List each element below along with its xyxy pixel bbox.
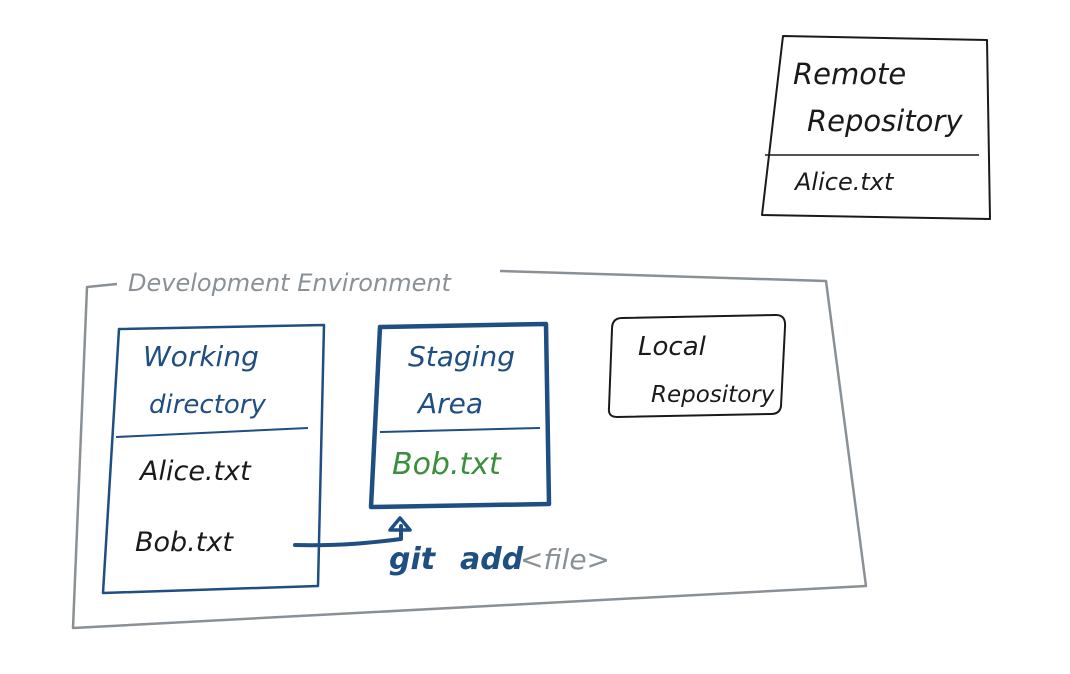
staging-divider [379, 427, 541, 433]
environment-label: Development Environment [128, 269, 453, 297]
working-divider [115, 427, 309, 438]
git-add-arrow [293, 516, 412, 548]
working-file-alice: Alice.txt [138, 456, 252, 487]
remote-repository-box: Remote Repository Alice.txt [761, 35, 991, 220]
local-title-line1: Local [638, 332, 707, 362]
staging-title-line2: Area [416, 387, 483, 420]
command-arg: <file> [520, 543, 610, 576]
working-directory-box: Working directory Alice.txt Bob.txt [101, 323, 326, 595]
staging-area-box: Staging Area Bob.txt [368, 321, 552, 510]
staging-title-line1: Staging [408, 340, 515, 373]
local-title-line2: Repository [651, 382, 775, 408]
command-add: add [460, 542, 524, 577]
command-git: git [389, 542, 437, 577]
working-title-line1: Working [143, 340, 259, 373]
development-environment-frame: Development Environment [71, 269, 868, 630]
working-title-line2: directory [149, 390, 266, 420]
git-add-command: git add <file> [389, 542, 610, 577]
remote-title-line2: Repository [807, 104, 963, 138]
arrow-head [388, 516, 412, 532]
staging-file-bob: Bob.txt [392, 447, 502, 482]
local-repository-box: Local Repository [607, 314, 787, 418]
working-file-bob: Bob.txt [135, 527, 234, 558]
remote-file-alice: Alice.txt [793, 168, 895, 196]
remote-title-line1: Remote [793, 57, 906, 91]
